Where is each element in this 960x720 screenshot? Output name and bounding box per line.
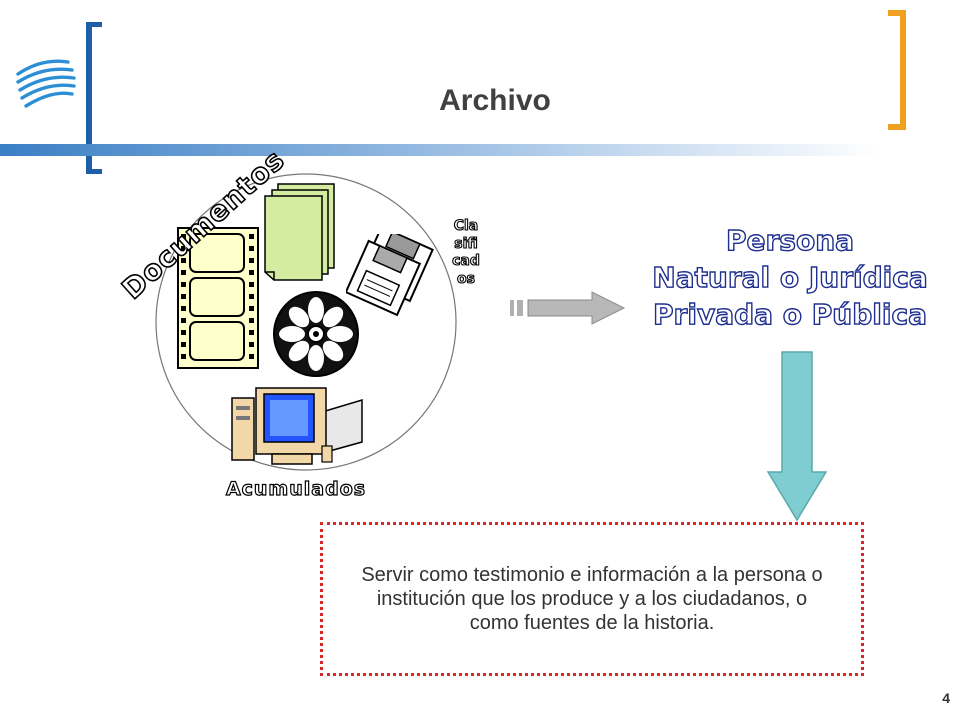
entity-line-persona: Persona [725,223,855,257]
logo-icon [16,59,76,108]
paper-stack-icon [264,183,335,281]
page-title: Archivo [439,84,551,117]
right-bracket [888,10,906,130]
film-reel-icon [273,291,359,377]
right-arrow-icon [510,291,626,325]
page-number: 4 [942,690,950,706]
documents-circle [155,173,457,471]
floppy-disks-icon [346,234,434,317]
left-bracket [86,22,102,174]
purpose-box: Servir como testimonio e información a l… [320,522,864,676]
film-strip-icon [177,227,259,369]
entity-line-natural-juridica: Natural o Jurídica [652,260,929,294]
entity-line-privada-publica: Privada o Pública [652,297,927,331]
acumulados-label: Acumulados [225,477,367,500]
header-gradient-bar [0,144,880,156]
down-arrow-icon [766,351,828,522]
clasificados-vertical-label: Clasificados [452,217,481,287]
computer-icon [231,387,363,465]
purpose-text: Servir como testimonio e información a l… [361,564,823,634]
entity-description: Persona Natural o Jurídica Privada o Púb… [630,222,950,333]
